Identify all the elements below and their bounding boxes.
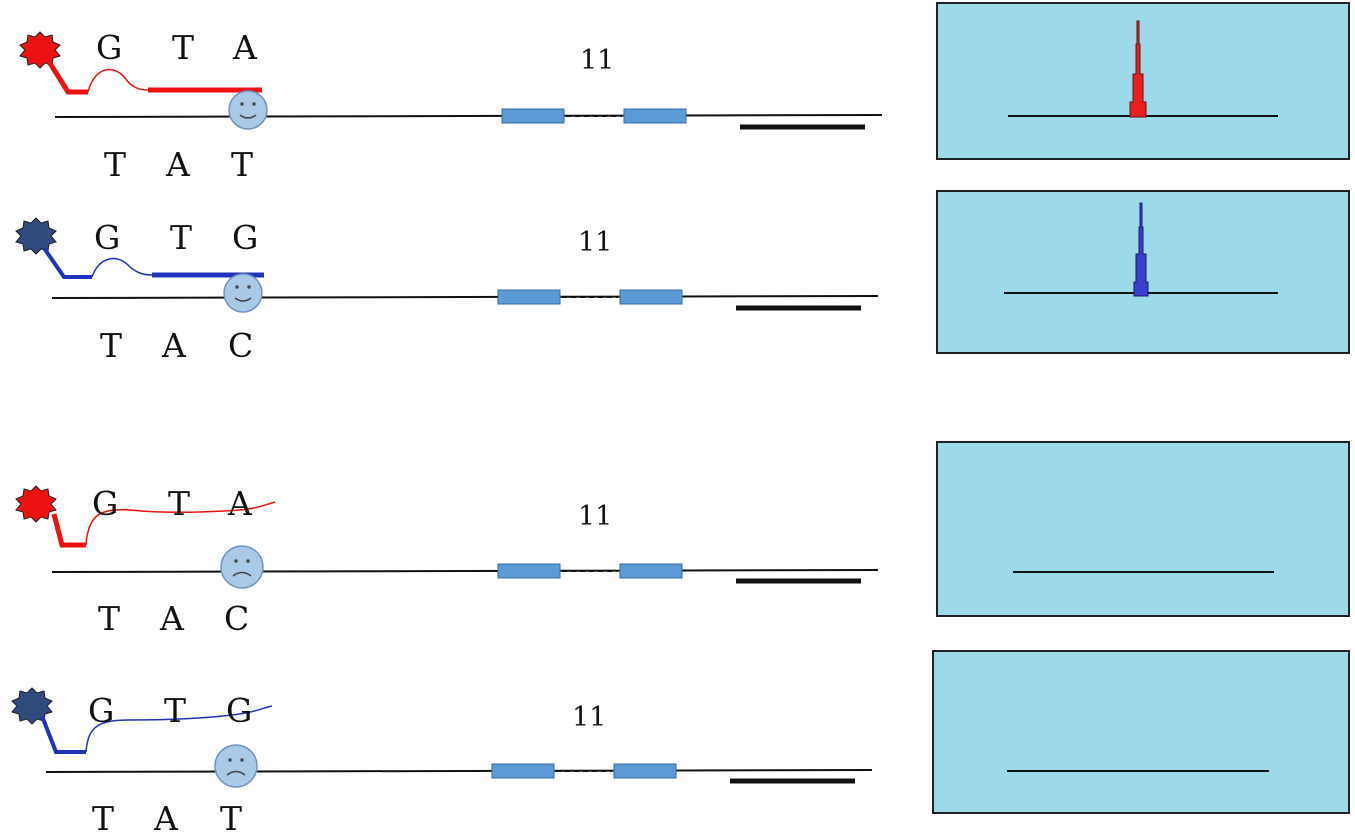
primer-tail: [51, 513, 86, 548]
template-letter: T: [100, 326, 123, 365]
primer-loop: [85, 501, 276, 546]
result-box-3: [936, 441, 1350, 617]
smiley-sad-icon: [214, 744, 258, 788]
template-letter: C: [224, 599, 250, 638]
primer-letter: G: [92, 484, 119, 523]
result-box-1: [936, 2, 1350, 160]
primer-letter: G: [88, 691, 115, 730]
result-trace-2: [1004, 202, 1278, 297]
row-3-diagram: [15, 485, 879, 589]
template-letter: A: [160, 599, 184, 638]
primer-tail: [40, 715, 86, 754]
result-trace-4: [1007, 770, 1269, 772]
primer-loop: [87, 68, 149, 93]
repeat-count-label: 11: [580, 45, 615, 76]
row-4: G T G T A T 11: [0, 0, 900, 835]
row-4-diagram: [11, 687, 873, 788]
primer-letter: T: [168, 484, 191, 523]
primer-loop: [91, 257, 153, 278]
row-1-diagram: [19, 31, 883, 130]
template-letter: T: [231, 145, 254, 184]
primer-letter: A: [233, 28, 257, 67]
template-letter: A: [166, 145, 190, 184]
primer-letter: T: [172, 28, 195, 67]
peak-red: [1129, 20, 1147, 118]
fluorophore-star-icon: [15, 485, 57, 523]
exon-1: [491, 763, 555, 779]
row-3: G T A T A C 11: [0, 0, 900, 635]
exon-1: [497, 289, 561, 305]
primer-letter: T: [164, 691, 187, 730]
exon-1: [501, 108, 565, 124]
template-letter: T: [104, 145, 127, 184]
repeat-count-label: 11: [578, 501, 613, 532]
exon-2: [619, 563, 683, 579]
fluorophore-star-icon: [11, 687, 53, 725]
primer-letter: G: [94, 218, 121, 257]
result-box-4: [932, 650, 1350, 814]
result-trace-3: [1013, 571, 1274, 573]
template-strand: [45, 769, 873, 773]
result-box-2: [936, 190, 1350, 354]
primer-letter: G: [232, 218, 259, 257]
peak-blue: [1133, 202, 1149, 297]
repeat-count-label: 11: [578, 227, 613, 258]
exon-2: [623, 108, 687, 124]
fluorophore-star-icon: [15, 217, 57, 255]
template-letter: T: [98, 599, 121, 638]
template-letter: A: [162, 326, 186, 365]
primer-letter: G: [96, 28, 123, 67]
row-1: G T A T A T 11: [0, 0, 900, 205]
primer-tail: [45, 58, 88, 95]
template-strand: [54, 114, 883, 118]
row-2-diagram: [15, 217, 879, 313]
template-strand: [51, 295, 879, 299]
primer-loop: [85, 705, 273, 753]
result-trace-1: [1008, 20, 1278, 118]
template-letter: C: [228, 326, 254, 365]
primer-letter: T: [170, 218, 193, 257]
primer-letter: A: [228, 484, 252, 523]
primer-tail: [42, 246, 92, 279]
exon-2: [619, 289, 683, 305]
template-strand: [51, 569, 879, 573]
exon-2: [613, 763, 677, 779]
smiley-sad-icon: [220, 545, 264, 589]
row-2: G T G T A C 11: [0, 0, 900, 362]
smiley-happy-icon: [228, 90, 268, 130]
template-letter: T: [220, 799, 243, 838]
smiley-happy-icon: [223, 273, 263, 313]
primer-letter: G: [226, 691, 253, 730]
template-letter: T: [92, 799, 115, 838]
template-letter: A: [154, 799, 178, 838]
exon-1: [497, 563, 561, 579]
repeat-count-label: 11: [572, 702, 607, 733]
